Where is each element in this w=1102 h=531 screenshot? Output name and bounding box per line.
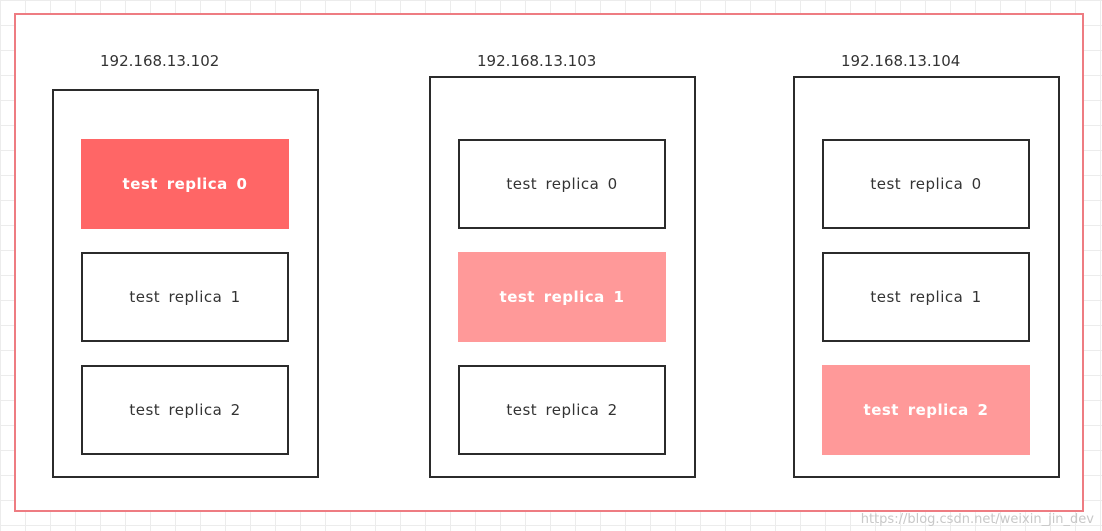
replica-box: test replica 2 [458,365,666,455]
replica-box: test replica 0 [822,139,1030,229]
replica-box: test replica 1 [458,252,666,342]
replica-box: test replica 2 [81,365,289,455]
node-ip-label: 192.168.13.103 [477,52,597,70]
replica-box: test replica 2 [822,365,1030,455]
replica-box: test replica 0 [81,139,289,229]
watermark: https://blog.csdn.net/weixin_jin_dev [860,512,1094,527]
replica-box: test replica 1 [822,252,1030,342]
replica-box: test replica 0 [458,139,666,229]
replica-box: test replica 1 [81,252,289,342]
node-ip-label: 192.168.13.104 [841,52,961,70]
node-ip-label: 192.168.13.102 [100,52,220,70]
